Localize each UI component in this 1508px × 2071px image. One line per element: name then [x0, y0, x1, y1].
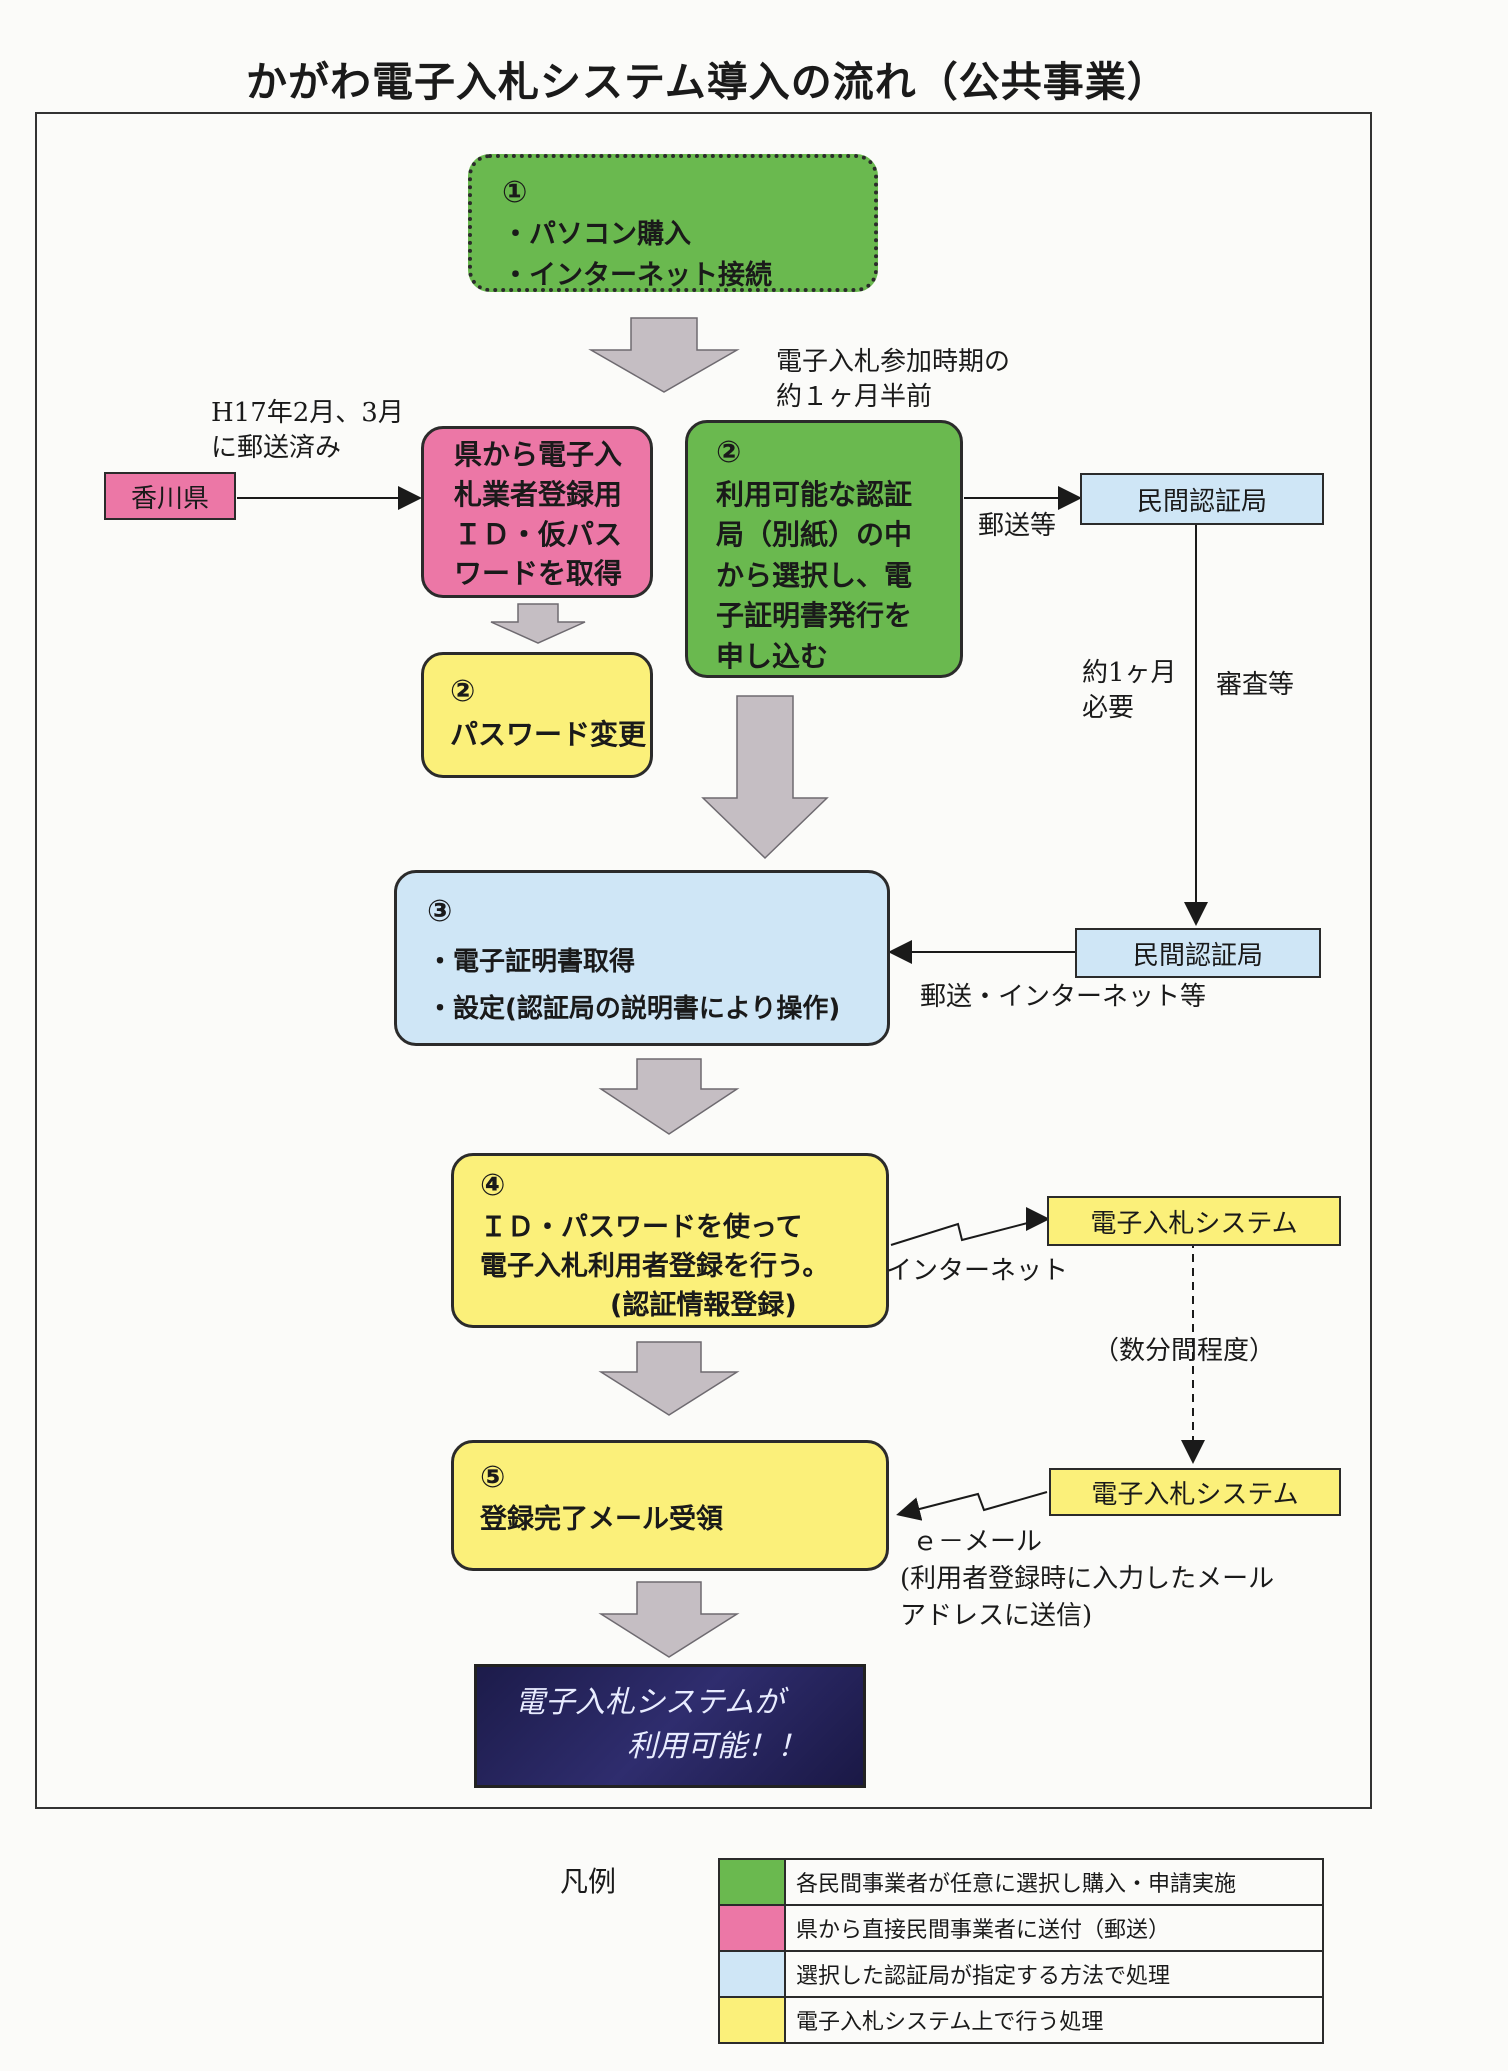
legend-label: 電子入札システム上で行う処理: [784, 1996, 1324, 2044]
final-box: 電子入札システムが 利用可能！！: [474, 1664, 866, 1788]
step2-cert-number: ②: [716, 435, 742, 470]
legend-swatch-pink: [718, 1904, 786, 1952]
step3-box: ③ ・電子証明書取得 ・設定(認証局の説明書により操作): [394, 870, 890, 1046]
step2-cert-box: ② 利用可能な認証 局（別紙）の中 から選択し、電 子証明書発行を 申し込む: [685, 420, 963, 678]
step4-number: ④: [480, 1168, 506, 1203]
legend-row: 電子入札システム上で行う処理: [718, 1996, 1324, 2044]
step5-label: 登録完了メール受領: [480, 1504, 723, 1535]
about-month-note: 約1ヶ月 必要: [1082, 658, 1177, 724]
step1-number: ①: [502, 175, 528, 210]
legend-row: 県から直接民間事業者に送付（郵送）: [718, 1904, 1324, 1952]
legend-swatch-blue: [718, 1950, 786, 1998]
flow-arrow-5: [598, 1581, 740, 1658]
ca-bottom-box: 民間認証局: [1075, 928, 1321, 978]
flow-arrow-1: [588, 317, 740, 393]
legend-row: 各民間事業者が任意に選択し購入・申請実施: [718, 1858, 1324, 1906]
internet-label: インターネット: [886, 1256, 1069, 1286]
ca-top-box: 民間認証局: [1080, 473, 1324, 525]
step2-password-label: パスワード変更: [450, 718, 647, 751]
legend-label: 選択した認証局が指定する方法で処理: [784, 1950, 1324, 1998]
step2-password-box: ② パスワード変更: [421, 652, 653, 778]
legend-label: 県から直接民間事業者に送付（郵送）: [784, 1904, 1324, 1952]
legend-swatch-yellow: [718, 1996, 786, 2044]
mail-note: H17年2月、3月 に郵送済み: [211, 398, 404, 464]
email-note: ｅ－メール (利用者登録時に入力したメール アドレスに送信): [900, 1527, 1275, 1631]
pink-box: 県から電子入 札業者登録用 ＩＤ・仮パス ワードを取得: [421, 426, 653, 598]
system-top-box: 電子入札システム: [1047, 1196, 1341, 1246]
kagawa-box: 香川県: [104, 472, 236, 520]
flow-arrow-3: [598, 1058, 740, 1135]
legend-label: 各民間事業者が任意に選択し購入・申請実施: [784, 1858, 1324, 1906]
legend-row: 選択した認証局が指定する方法で処理: [718, 1950, 1324, 1998]
minutes-label: （数分間程度）: [1093, 1336, 1276, 1366]
step1-line: ・パソコン購入: [502, 219, 691, 250]
step1-line: ・インターネット接続: [502, 259, 772, 291]
step1-box: ① ・パソコン購入 ・インターネット接続: [468, 154, 878, 292]
page-title: かがわ電子入札システム導入の流れ（公共事業）: [246, 58, 1169, 106]
step5-number: ⑤: [480, 1460, 506, 1495]
step4-box: ④ ＩＤ・パスワードを使って 電子入札利用者登録を行う。 (認証情報登録): [451, 1153, 889, 1328]
legend-title: 凡例: [560, 1865, 617, 1898]
legend-table: 各民間事業者が任意に選択し購入・申請実施 県から直接民間事業者に送付（郵送） 選…: [718, 1858, 1324, 2044]
step3-number: ③: [427, 894, 453, 929]
yuso-label: 郵送等: [978, 511, 1057, 541]
flow-frame: [35, 112, 1372, 1809]
flow-arrow-pink: [490, 603, 586, 644]
flow-arrow-2: [701, 695, 829, 860]
internet-zigzag: [890, 1218, 1044, 1246]
flow-arrow-4: [598, 1341, 740, 1416]
timing-note: 電子入札参加時期の 約１ヶ月半前: [776, 347, 1011, 413]
step5-box: ⑤ 登録完了メール受領: [451, 1440, 889, 1571]
system-bottom-box: 電子入札システム: [1049, 1468, 1341, 1516]
step2-number: ②: [450, 674, 476, 709]
email-zigzag: [896, 1491, 1048, 1521]
yuso-internet-label: 郵送・インターネット等: [920, 982, 1207, 1012]
shinsa-label: 審査等: [1216, 670, 1295, 700]
legend-swatch-green: [718, 1858, 786, 1906]
